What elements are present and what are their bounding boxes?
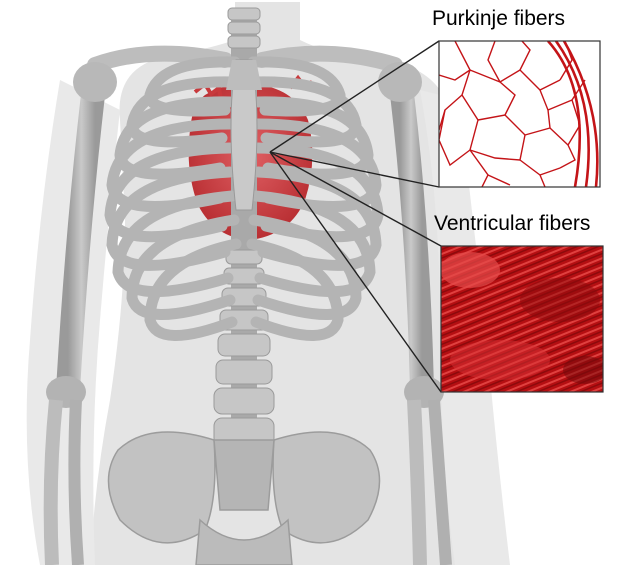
purkinje-fibers-label: Purkinje fibers — [432, 7, 565, 31]
right-forearm-a — [414, 400, 420, 565]
ventricular-inset — [440, 246, 607, 392]
left-forearm-a — [51, 400, 56, 565]
ventricular-fibers-label: Ventricular fibers — [434, 212, 590, 236]
purkinje-inset — [439, 41, 600, 187]
left-forearm-b — [74, 400, 78, 565]
